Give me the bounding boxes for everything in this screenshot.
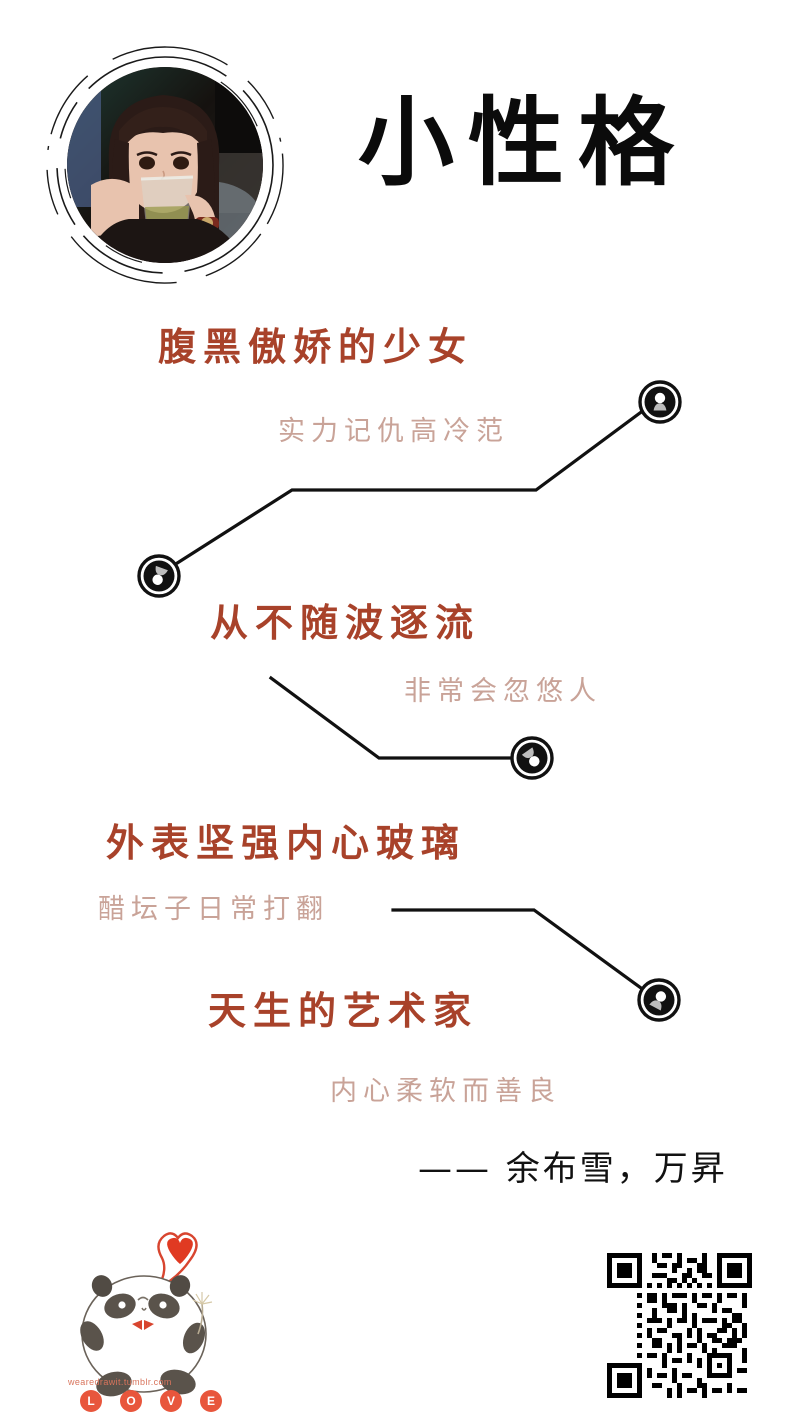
avatar	[40, 40, 290, 290]
verse-3-main: 外表坚强内心玻璃	[106, 821, 467, 865]
love-letter-o: O	[120, 1390, 142, 1412]
verse-4-sub: 内心柔软而善良	[330, 1076, 561, 1107]
panda-watermark: wearedrawit.tumblr.com	[68, 1377, 172, 1387]
love-letters: L O V E	[80, 1390, 222, 1412]
node-2[interactable]	[137, 554, 181, 598]
user-avatar-icon	[637, 978, 681, 1022]
node-3[interactable]	[510, 736, 554, 780]
node-4[interactable]	[637, 978, 681, 1022]
attribution: —— 余布雪，万昇	[418, 1149, 728, 1189]
avatar-ring-icon	[46, 46, 284, 284]
user-avatar-icon	[510, 736, 554, 780]
connector-path-3	[391, 908, 655, 999]
verse-2-main: 从不随波逐流	[210, 601, 481, 645]
node-1[interactable]	[638, 380, 682, 424]
panda-with-heart-balloon-icon	[80, 1232, 213, 1397]
love-letter-e: E	[200, 1390, 222, 1412]
qr-code[interactable]	[607, 1253, 752, 1398]
page-title: 小性格	[358, 90, 688, 197]
avatar-photo	[67, 67, 263, 263]
love-letter-v: V	[160, 1390, 182, 1412]
verse-1-main: 腹黑傲娇的少女	[158, 325, 474, 369]
poster-header: 小性格	[0, 0, 800, 290]
verse-3-sub: 醋坛子日常打翻	[98, 894, 329, 925]
panda-illustration	[52, 1228, 252, 1414]
verse-1-sub: 实力记仇高冷范	[278, 416, 509, 447]
verse-2-sub: 非常会忽悠人	[404, 676, 602, 707]
qr-code-icon	[607, 1253, 752, 1398]
user-avatar-icon	[638, 380, 682, 424]
love-letter-l: L	[80, 1390, 102, 1412]
avatar-photo-illustration	[67, 67, 263, 263]
user-avatar-icon	[137, 554, 181, 598]
verse-4-main: 天生的艺术家	[208, 989, 479, 1033]
